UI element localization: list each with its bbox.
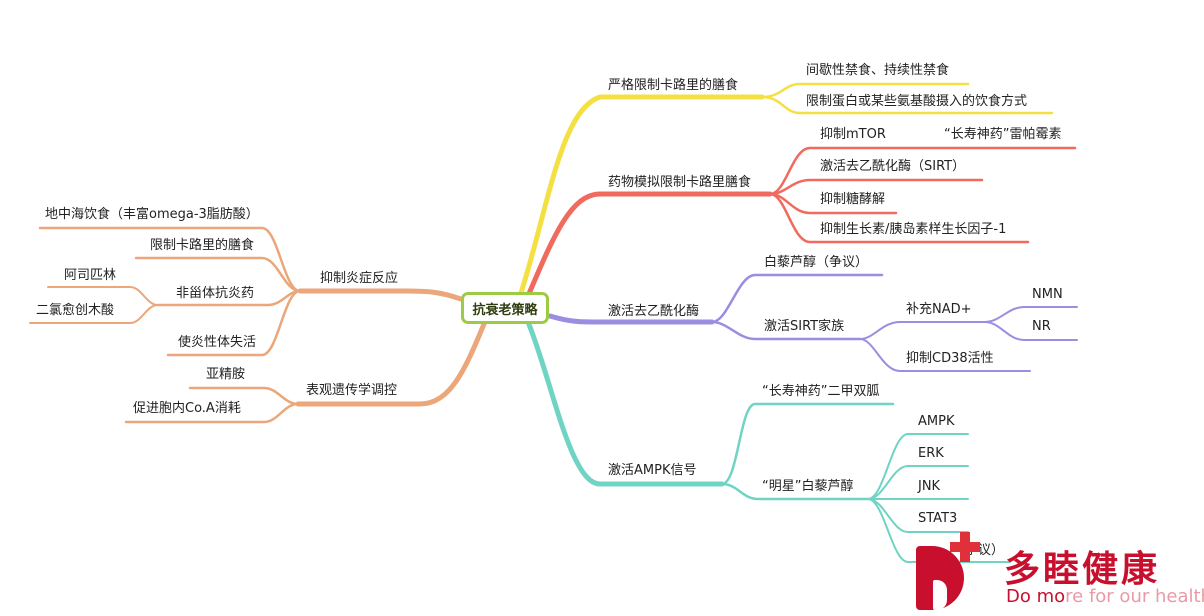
- connector-root-calorie: [517, 94, 765, 299]
- root-node[interactable]: 抗衰老策略: [461, 292, 549, 324]
- node-activate-ampk[interactable]: 激活AMPK信号: [608, 463, 697, 478]
- connector-family-nad: [859, 321, 986, 340]
- connector-infl-calorie: [134, 256, 302, 293]
- logo-chinese-name: 多睦健康: [1004, 549, 1161, 590]
- node-protein-restriction[interactable]: 限制蛋白或某些氨基酸摄入的饮食方式: [806, 94, 1028, 109]
- node-activate-sirt[interactable]: 激活去乙酰化酶（SIRT）: [820, 159, 966, 174]
- logo-slogan-strong: Do mo: [1006, 586, 1066, 607]
- root-label: 抗衰老策略: [472, 302, 538, 318]
- node-star-resveratrol[interactable]: “明星”白藜芦醇: [762, 479, 854, 494]
- node-mediterranean-diet[interactable]: 地中海饮食（丰富omega-3脂肪酸）: [45, 207, 259, 222]
- connector-ampk-metformin: [720, 402, 895, 486]
- node-calorie-restriction[interactable]: 严格限制卡路里的膳食: [608, 78, 739, 93]
- node-rapamycin[interactable]: “长寿神药”雷帕霉素: [944, 127, 1062, 142]
- connector-infl-inflammasome: [166, 289, 302, 357]
- node-stat3[interactable]: STAT3: [918, 511, 958, 526]
- connector-sirt-resveratrol: [710, 273, 884, 324]
- node-inhibit-glycolysis[interactable]: 抑制糖酵解: [820, 192, 886, 207]
- connector-drug-igf: [768, 192, 1030, 244]
- node-diclofenac[interactable]: 二氯愈创木酸: [36, 303, 115, 318]
- connector-nad-nr: [984, 321, 1078, 341]
- connector-sirt-family: [710, 320, 862, 341]
- node-inhibit-mtor[interactable]: 抑制mTOR: [820, 127, 886, 142]
- connector-root-sirt: [547, 313, 715, 325]
- connector-ampk-resveratrol: [720, 482, 870, 501]
- node-metformin[interactable]: “长寿神药”二甲双胍: [762, 384, 880, 399]
- node-sirt-family[interactable]: 激活SIRT家族: [764, 319, 845, 334]
- connector-resv-ampk: [867, 433, 969, 500]
- node-resveratrol-controversy[interactable]: 白藜芦醇（争议）: [764, 255, 869, 270]
- logo-slogan: Do more for our health: [1006, 586, 1204, 607]
- node-jnk[interactable]: JNK: [918, 479, 941, 494]
- connector-nsaid-diclofenac: [29, 304, 159, 324]
- node-ampk[interactable]: AMPK: [918, 414, 955, 429]
- node-activate-deacetylase[interactable]: 激活去乙酰化酶: [608, 304, 700, 319]
- node-drug-mimetics[interactable]: 药物模拟限制卡路里膳食: [608, 175, 752, 190]
- medical-cross-icon: [950, 532, 980, 562]
- node-nad-supplement[interactable]: 补充NAD+: [906, 302, 972, 317]
- connector-root-ampk: [525, 319, 725, 487]
- brand-watermark: 多睦健康 Do more for our health: [912, 528, 1204, 616]
- node-nmn[interactable]: NMN: [1032, 287, 1063, 302]
- node-spermidine[interactable]: 亚精胺: [206, 367, 246, 382]
- node-coa-consumption[interactable]: 促进胞内Co.A消耗: [133, 401, 241, 416]
- node-inhibit-cd38[interactable]: 抑制CD38活性: [906, 351, 994, 366]
- node-anti-inflammation[interactable]: 抑制炎症反应: [320, 271, 399, 286]
- connector-resv-controversy: [867, 498, 1011, 563]
- connector-resv-erk: [867, 465, 969, 500]
- connector-nsaid-aspirin: [47, 286, 159, 306]
- node-inhibit-igf1[interactable]: 抑制生长素/胰岛素样生长因子-1: [820, 222, 1007, 237]
- node-nsaid[interactable]: 非甾体抗炎药: [176, 286, 255, 301]
- node-epigenetic-regulation[interactable]: 表观遗传学调控: [306, 383, 398, 398]
- connector-root-inflammation: [297, 288, 464, 302]
- node-aspirin[interactable]: 阿司匹林: [64, 268, 117, 283]
- logo-slogan-light: re for our health: [1065, 586, 1204, 607]
- node-intermittent-fasting[interactable]: 间歇性禁食、持续性禁食: [806, 63, 950, 78]
- connector-calorie-protein: [760, 95, 1054, 115]
- connector-family-cd38: [859, 338, 1031, 372]
- node-nr[interactable]: NR: [1032, 319, 1051, 334]
- node-calorie-limited-diet[interactable]: 限制卡路里的膳食: [150, 238, 255, 253]
- node-inflammasome-inactivation[interactable]: 使炎性体失活: [178, 335, 257, 350]
- connector-root-epigenetic: [295, 321, 487, 407]
- connector-root-drug: [525, 191, 773, 299]
- connector-epi-coa: [124, 402, 300, 424]
- connector-nad-nmn: [984, 306, 1078, 323]
- node-erk[interactable]: ERK: [918, 446, 944, 461]
